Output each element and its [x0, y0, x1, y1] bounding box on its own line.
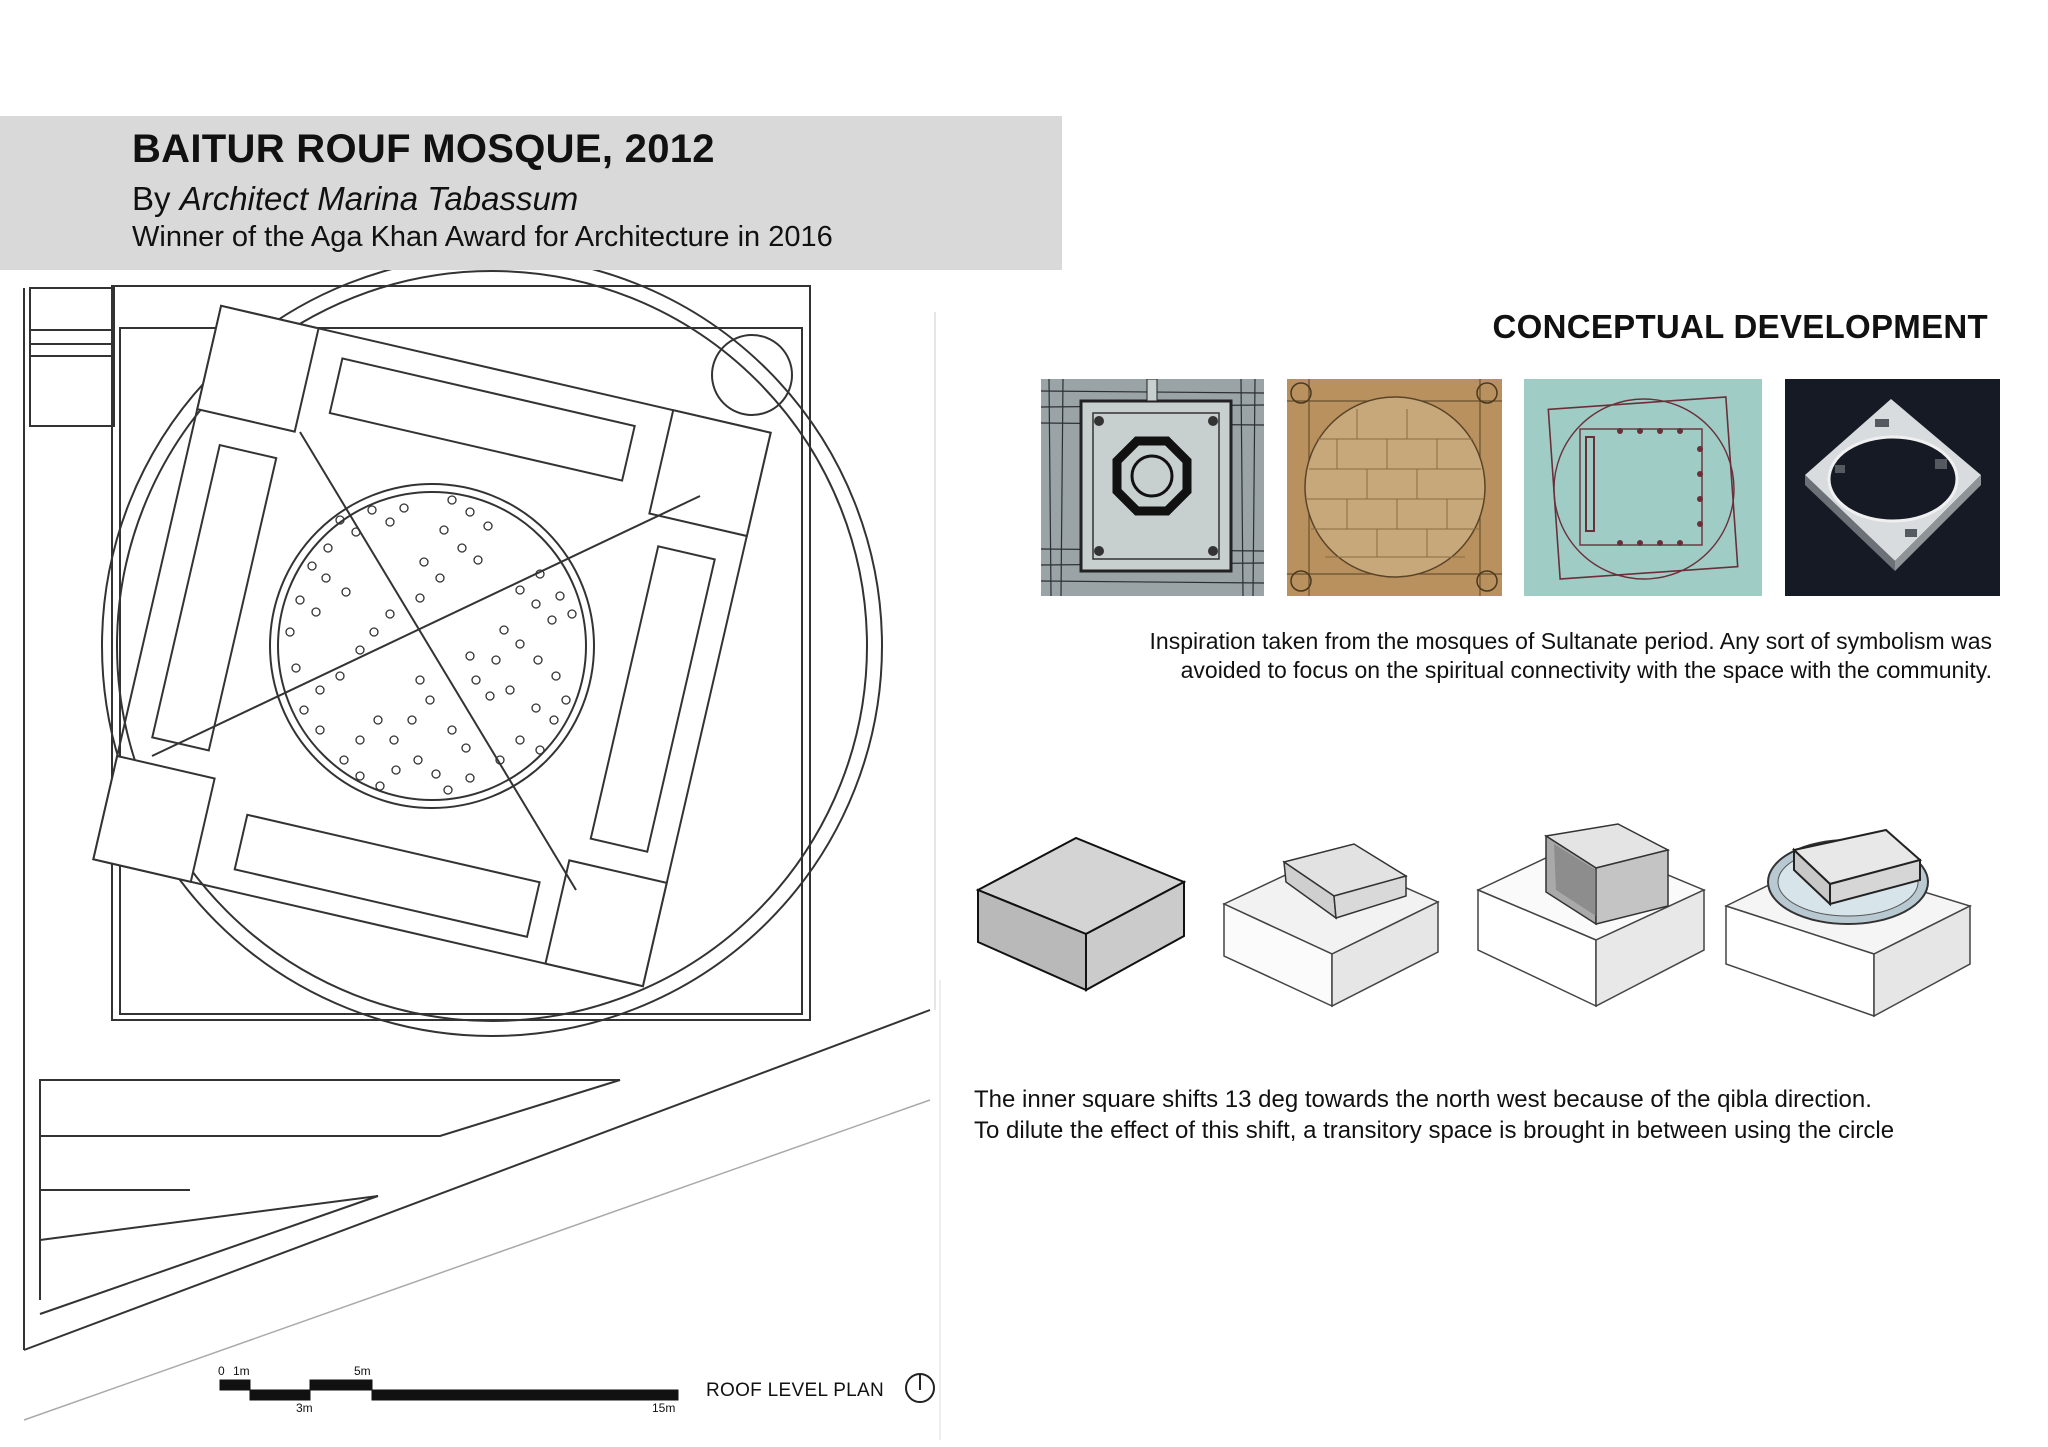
iso-block-4	[1724, 828, 1973, 1018]
north-arrow-icon	[905, 1373, 935, 1403]
inspiration-paragraph: Inspiration taken from the mosques of Su…	[1032, 627, 1992, 685]
iso-block-3	[1476, 823, 1706, 1008]
model-photo-dark	[1785, 379, 2000, 596]
iso-block-2	[1222, 843, 1440, 1008]
inspiration-line-1: Inspiration taken from the mosques of Su…	[1149, 628, 1992, 654]
architect-name: Architect Marina Tabassum	[179, 180, 579, 217]
scale-label-0: 0	[218, 1364, 225, 1378]
shift-explanation: The inner square shifts 13 deg towards t…	[974, 1084, 2034, 1146]
skylight-openings	[285, 495, 577, 795]
scale-label-5m: 5m	[354, 1364, 371, 1378]
award-line: Winner of the Aga Khan Award for Archite…	[132, 221, 833, 253]
scale-bar	[219, 1379, 679, 1401]
byline-prefix: By	[132, 180, 180, 217]
roof-level-plan	[23, 270, 941, 1440]
iso-block-1	[975, 836, 1187, 992]
shift-line-2: To dilute the effect of this shift, a tr…	[974, 1117, 1895, 1144]
title-band	[0, 116, 1062, 270]
scale-label-15m: 15m	[652, 1401, 676, 1415]
shift-line-1: The inner square shifts 13 deg towards t…	[974, 1086, 1872, 1113]
plan-sketch-rotated-square	[1524, 379, 1762, 596]
project-title: BAITUR ROUF MOSQUE, 2012	[132, 127, 715, 171]
plan-sketch-brick	[1287, 379, 1502, 596]
roof-level-plan-label: ROOF LEVEL PLAN	[706, 1380, 885, 1401]
plan-sketch-octagon	[1041, 379, 1264, 596]
architect-byline: By Architect Marina Tabassum	[132, 180, 578, 218]
inspiration-line-2: avoided to focus on the spiritual connec…	[1180, 657, 1992, 683]
conceptual-development-heading: CONCEPTUAL DEVELOPMENT	[1492, 308, 1988, 345]
scale-label-1m: 1m	[233, 1364, 250, 1378]
scale-label-3m: 3m	[296, 1401, 313, 1415]
